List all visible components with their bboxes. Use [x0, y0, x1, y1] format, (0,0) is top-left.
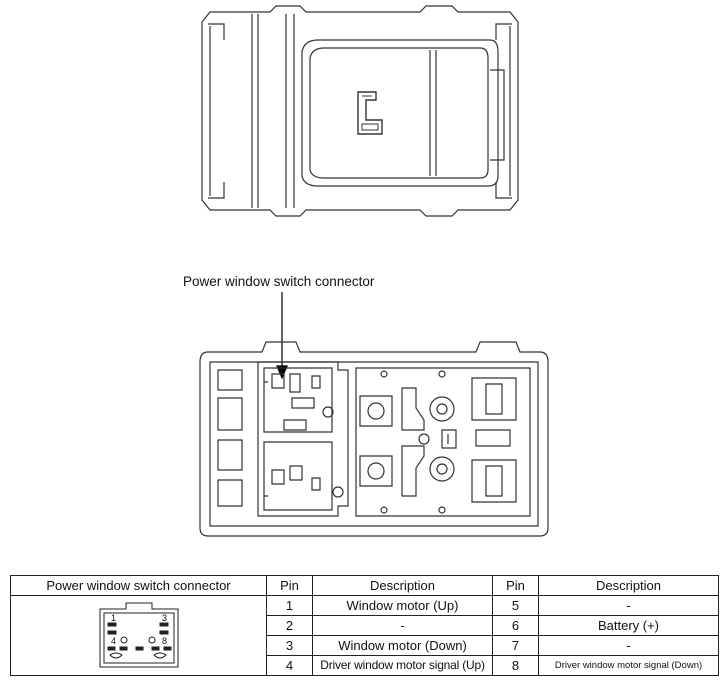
header-pin-b: Pin — [492, 575, 539, 596]
pin-description: - — [312, 615, 493, 636]
pin-number: 8 — [492, 655, 539, 676]
pin-number: 7 — [492, 635, 539, 656]
pin-number: 2 — [266, 615, 313, 636]
pin-number: 3 — [266, 635, 313, 656]
pin-description: Battery (+) — [538, 615, 719, 636]
switch-top-view-drawing — [201, 5, 519, 217]
header-description-b: Description — [538, 575, 719, 596]
switch-bottom-view-drawing — [199, 292, 549, 537]
header-connector: Power window switch connector — [10, 575, 267, 596]
pin-description-table: Power window switch connector Pin Descri… — [10, 575, 719, 676]
pin-description: Window motor (Up) — [312, 595, 493, 616]
pin-description: Driver window motor signal (Down) — [538, 655, 719, 676]
thumb-pin-8: 8 — [162, 636, 167, 646]
pin-description: Driver window motor signal (Up) — [312, 655, 493, 676]
pin-description: - — [538, 635, 719, 656]
connector-thumbnail-icon: 1 3 4 8 — [99, 602, 178, 667]
pin-number: 4 — [266, 655, 313, 676]
pin-description: Window motor (Down) — [312, 635, 493, 656]
table-row: 4 Driver window motor signal (Up) 8 Driv… — [11, 655, 719, 676]
pin-number: 6 — [492, 615, 539, 636]
header-pin-a: Pin — [266, 575, 313, 596]
connector-thumbnail-cell: 1 3 4 8 — [10, 595, 267, 676]
pin-description: - — [538, 595, 719, 616]
thumb-pin-4: 4 — [111, 636, 116, 646]
pin-number: 1 — [266, 595, 313, 616]
connector-callout-label: Power window switch connector — [183, 274, 375, 289]
thumb-pin-1: 1 — [111, 613, 116, 623]
table-header-row: Power window switch connector Pin Descri… — [10, 575, 719, 596]
pin-number: 5 — [492, 595, 539, 616]
table-row: 1 3 4 8 1 Window motor (Up) 5 - — [10, 595, 719, 676]
header-description-a: Description — [312, 575, 493, 596]
thumb-pin-3: 3 — [162, 613, 167, 623]
